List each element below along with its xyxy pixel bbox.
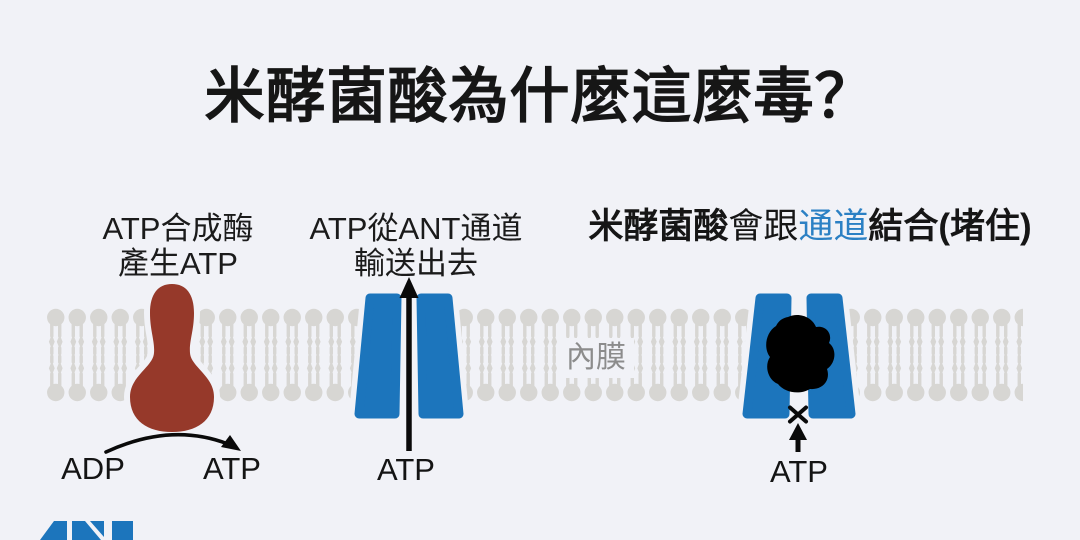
logo-shape-3 [90, 521, 104, 537]
caption-blocked-channel-word: 通道 [798, 207, 869, 246]
caption-blocked-result: 結合(堵住) [868, 207, 1032, 246]
logo-mark [40, 521, 133, 540]
atp-export-arrow [399, 277, 419, 451]
atp-label-blocked: ATP [770, 454, 828, 489]
logo-shape-2 [72, 521, 101, 540]
caption-ant-channel-line2: 輸送出去 [354, 246, 478, 281]
adp-to-atp-arrow-shaft [104, 432, 230, 454]
adp-to-atp-arrow [104, 432, 241, 454]
caption-blocked-connector: 會跟 [728, 207, 799, 246]
caption-ant-channel: ATP從ANT通道 輸送出去 [310, 211, 523, 281]
logo-shape-4 [112, 521, 133, 540]
atp-label-synthase: ATP [203, 451, 261, 486]
atp-label-ant: ATP [377, 452, 435, 487]
blocked-atp-arrow [788, 405, 808, 452]
adp-to-atp-arrow-head [221, 435, 241, 451]
blocked-atp-arrow-head [789, 423, 807, 440]
ant-channel [349, 288, 469, 424]
caption-atp-synthase-line1: ATP合成酶 [102, 211, 254, 246]
atp-synthase-shape [130, 284, 214, 432]
page-title: 米酵菌酸為什麼這麼毒？ [204, 63, 876, 130]
adp-label: ADP [61, 451, 125, 486]
caption-atp-synthase: ATP合成酶 產生ATP [103, 211, 254, 281]
caption-blocked-toxin-name: 米酵菌酸 [588, 207, 729, 246]
caption-blocked-channel: 米酵菌酸會跟通道結合(堵住) [588, 205, 1031, 249]
ant-channel-right-half [416, 293, 464, 419]
ant-channel-left-half [354, 293, 402, 419]
bongkrekic-acid-blob [766, 315, 835, 393]
caption-ant-channel-line1: ATP從ANT通道 [309, 211, 523, 246]
blocked-x-icon [788, 405, 808, 424]
atp-export-arrow-head [399, 277, 419, 298]
logo-shape-1 [40, 521, 67, 540]
inner-membrane-label: 內膜 [558, 338, 634, 378]
caption-atp-synthase-line2: 產生ATP [118, 246, 238, 281]
